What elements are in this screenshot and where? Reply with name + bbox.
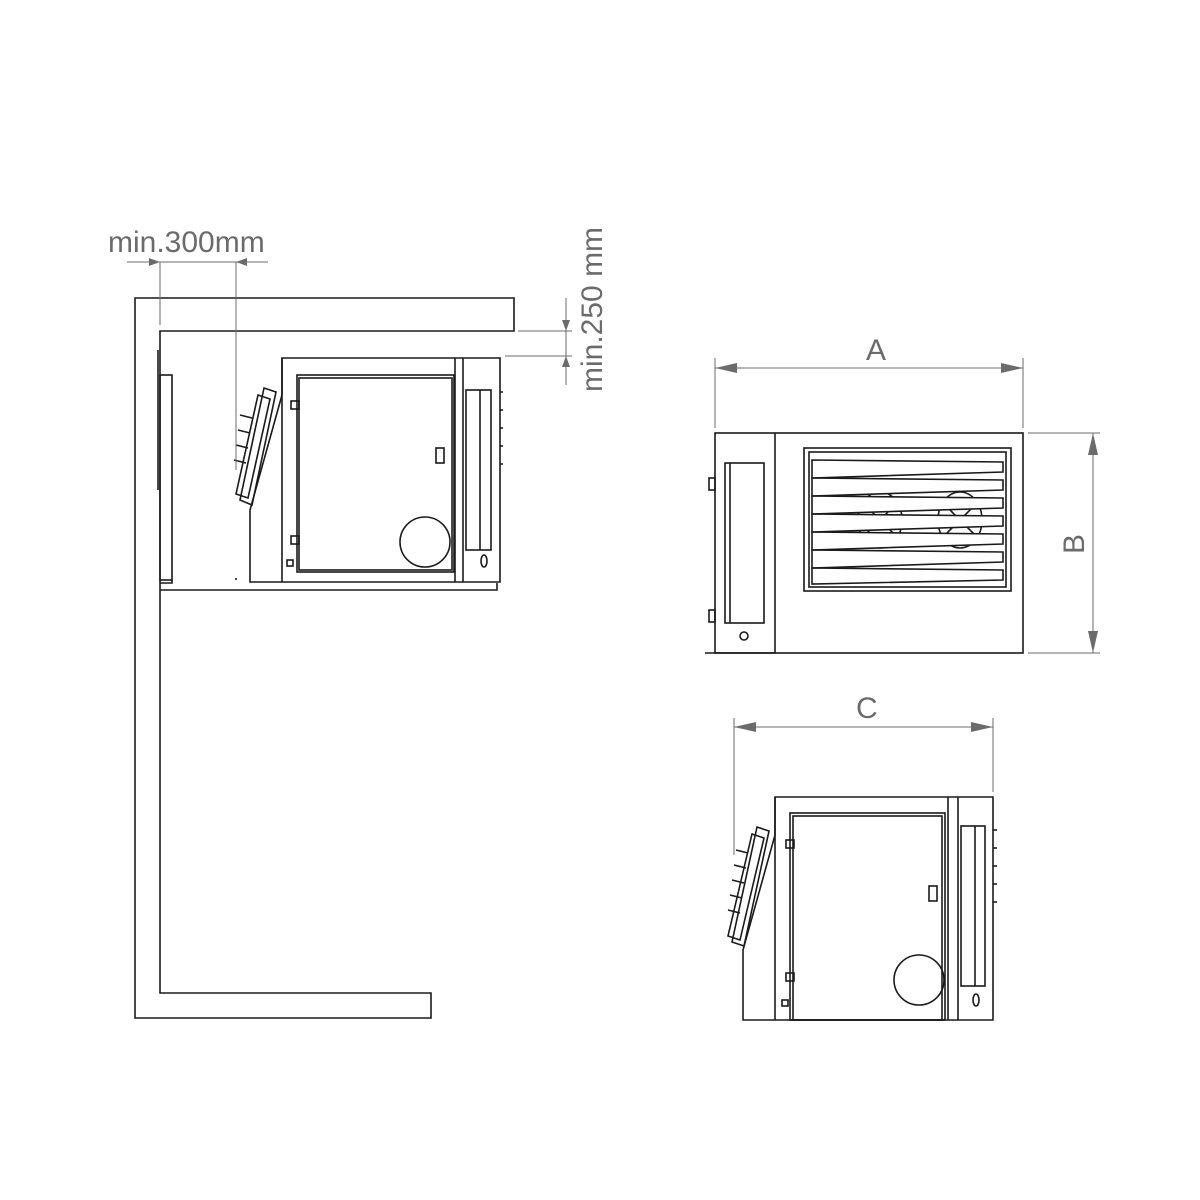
label-c: C [856,692,878,725]
duct-opening [399,516,451,568]
side-view: C [727,692,997,1021]
dimension-min-250: min.250 mm [505,227,609,392]
installation-view: min.300mm min.250 mm [108,226,609,1019]
dimension-c: C [733,692,994,855]
heater-side-view [233,357,503,583]
louver-blades [811,459,1004,585]
label-b: B [1058,534,1091,554]
wall-plate [159,374,173,581]
dimension-min-300: min.300mm [108,226,268,470]
support-shelf [160,580,498,591]
dimension-a: A [714,334,1024,428]
label-a: A [866,334,886,367]
label-min-300mm: min.300mm [108,226,265,259]
dimension-b: B [1028,432,1100,654]
front-view: A B [705,334,1100,654]
duct-opening-side [893,954,945,1006]
label-min-250mm: min.250 mm [576,227,609,392]
wall-outline [134,297,515,1019]
